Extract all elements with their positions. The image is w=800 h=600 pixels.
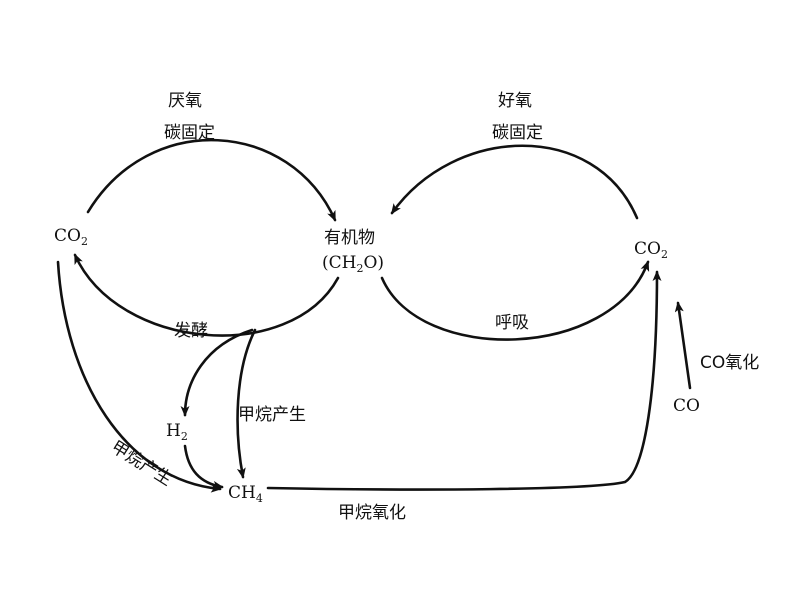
- methanogenesis-left-label: 甲烷产生: [107, 437, 175, 490]
- anaerobic-fixation-label: 碳固定: [164, 123, 215, 143]
- aerobic-fixation-label: 碳固定: [492, 123, 543, 143]
- methanogenesis-mid-arrow: [236, 328, 257, 479]
- fermentation-h2-arrow: [180, 328, 254, 417]
- fermentation-arrow: [73, 253, 340, 337]
- respiration-arrow: [380, 260, 650, 341]
- methane-oxidation-arrow: [266, 270, 662, 491]
- fermentation-label: 发酵: [174, 321, 208, 341]
- co-oxidation-label: CO氧化: [700, 353, 759, 373]
- aerobic-label: 好氧: [498, 91, 532, 111]
- co-oxidation-arrow: [674, 301, 692, 390]
- h2-to-ch4-arrow: [183, 444, 224, 490]
- respiration-label: 呼吸: [495, 313, 529, 333]
- methanogenesis-left-arrow: [56, 260, 222, 493]
- methanogenesis-mid-label: 甲烷产生: [238, 405, 306, 425]
- aerobic-fixation-arrow: [390, 144, 639, 220]
- organic-matter-formula: (CH2O): [322, 253, 384, 275]
- co2-right-node: CO2: [634, 239, 668, 261]
- h2-node: H2: [166, 421, 188, 443]
- co2-left-node: CO2: [54, 226, 88, 248]
- organic-matter-label: 有机物: [324, 228, 375, 248]
- ch4-node: CH4: [228, 483, 263, 505]
- anaerobic-label: 厌氧: [168, 91, 202, 111]
- methane-oxidation-label: 甲烷氧化: [338, 503, 406, 523]
- co-node: CO: [673, 396, 700, 416]
- anaerobic-fixation-arrow: [86, 138, 337, 222]
